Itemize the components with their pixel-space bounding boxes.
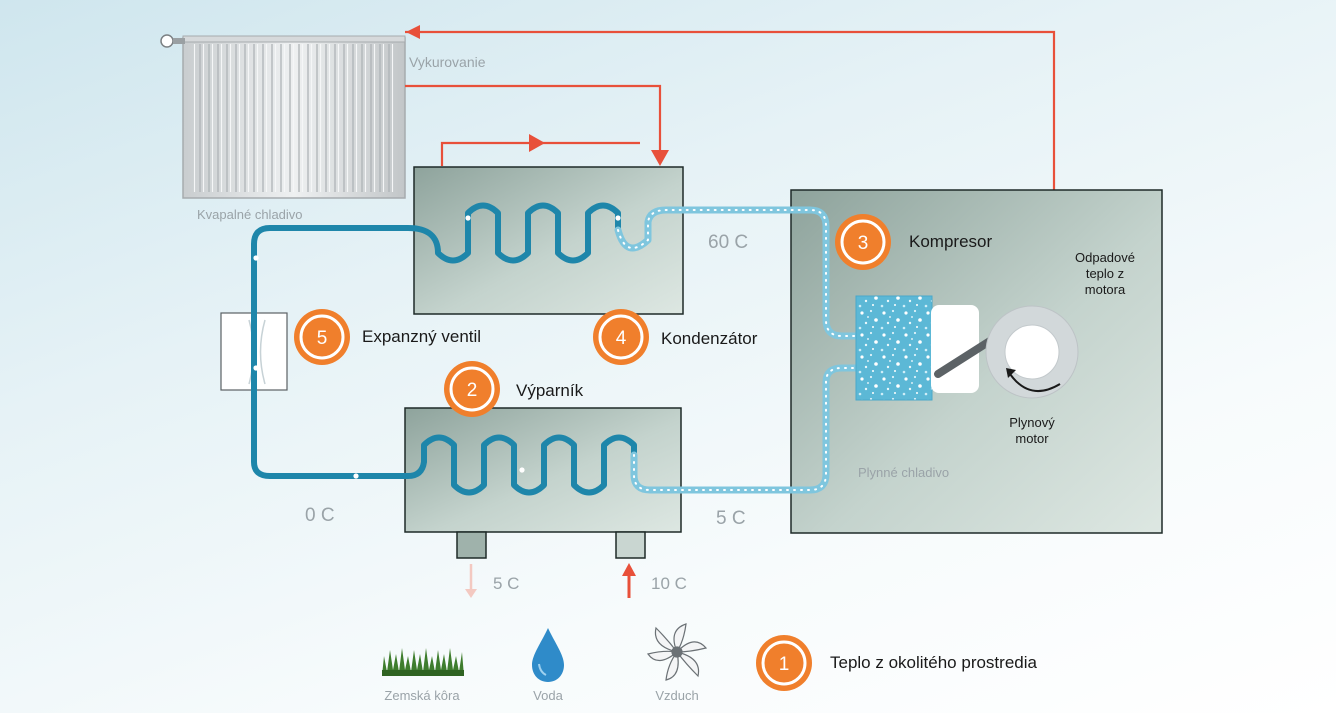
water-drop-icon [532, 628, 564, 682]
svg-text:5: 5 [317, 328, 328, 349]
compressor-icon [855, 295, 1030, 401]
fan-icon [646, 623, 708, 681]
gas-refrigerant-pipe [614, 206, 860, 494]
condenser-label: Kondenzátor [661, 329, 758, 348]
arrow-right-icon [529, 134, 545, 152]
svg-text:2: 2 [467, 380, 478, 401]
step-badge-5: 5 [294, 309, 350, 365]
expansion-valve-label: Expanzný ventil [362, 327, 481, 346]
liquid-pipe-dots [253, 215, 621, 479]
expansion-temperature: 0 C [305, 505, 335, 526]
arrow-down-icon [651, 150, 669, 166]
step-badge-1: 1 [756, 635, 812, 691]
svg-text:3: 3 [858, 233, 869, 254]
step-badge-4: 4 [593, 309, 649, 365]
evaporator-label: Výparník [516, 381, 584, 400]
water-label: Voda [533, 688, 563, 703]
gas-refrigerant-label: Plynné chladivo [858, 465, 949, 480]
svg-text:Odpadové: Odpadové [1075, 250, 1135, 265]
evaporator-out-temperature: 5 C [716, 508, 746, 529]
grass-icon [382, 648, 464, 676]
svg-text:motor: motor [1015, 431, 1049, 446]
heating-label: Vykurovanie [409, 54, 486, 70]
condenser-temperature: 60 C [708, 232, 748, 253]
svg-text:teplo z: teplo z [1086, 266, 1124, 281]
inflow-temperature: 10 C [651, 574, 687, 593]
waste-heat-label: Odpadové teplo z motora [1075, 250, 1135, 297]
gas-engine-icon [985, 305, 1079, 399]
step-badge-3: 3 [835, 214, 891, 270]
step-badge-2: 2 [444, 361, 500, 417]
air-label: Vzduch [655, 688, 698, 703]
compressor-label: Kompresor [909, 232, 992, 251]
arrow-left-icon [406, 25, 420, 39]
cold-outflow-arrow-icon [465, 564, 477, 598]
gas-engine-label: Plynový motor [1009, 415, 1055, 446]
liquid-refrigerant-label: Kvapalné chladivo [197, 207, 303, 222]
ambient-heat-label: Teplo z okolitého prostredia [830, 653, 1038, 672]
svg-text:1: 1 [779, 654, 790, 675]
svg-text:motora: motora [1085, 282, 1126, 297]
earth-crust-label: Zemská kôra [384, 688, 460, 703]
svg-text:4: 4 [616, 328, 627, 349]
outflow-temperature: 5 C [493, 574, 519, 593]
svg-text:Plynový: Plynový [1009, 415, 1055, 430]
warm-inflow-arrow-icon [622, 563, 636, 598]
condenser-box [413, 166, 684, 315]
liquid-refrigerant-pipe [251, 202, 637, 496]
radiator-icon [160, 34, 406, 199]
